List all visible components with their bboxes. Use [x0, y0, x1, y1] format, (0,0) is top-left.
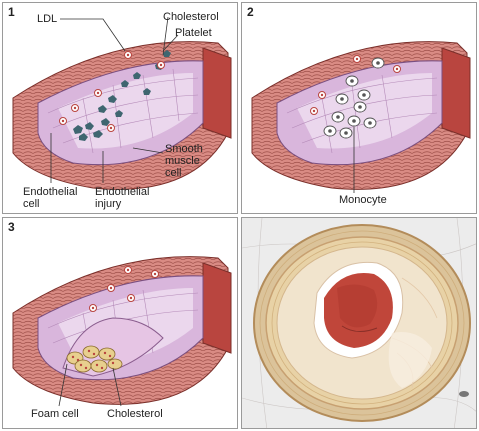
- monocyte-label: Monocyte: [339, 194, 387, 206]
- panel-number: 1: [8, 5, 15, 19]
- panel-3: 3: [2, 217, 238, 429]
- endothelial-injury-label: Endothelial injury: [95, 186, 150, 210]
- ldl-particles: [310, 55, 401, 115]
- panel-1: 1: [2, 2, 238, 214]
- panel-number: 3: [8, 220, 15, 234]
- panel-4-histology: [241, 217, 477, 429]
- ldl-particles: [89, 266, 159, 312]
- vessel-illustration-3: [12, 256, 232, 407]
- vessel-illustration-2: [251, 41, 471, 193]
- foam-cells: [66, 345, 123, 373]
- ldl-particles: [59, 51, 165, 132]
- platelet-cluster: [73, 50, 171, 141]
- vessel-illustration-1: [12, 16, 232, 190]
- monocytes: [323, 57, 385, 139]
- panel-2: 2: [241, 2, 477, 214]
- smooth-muscle-cell-label: Smooth muscle cell: [165, 143, 203, 179]
- platelet-label: Platelet: [175, 27, 212, 39]
- cholesterol-label: Cholesterol: [163, 11, 219, 23]
- foam-cell-label: Foam cell: [31, 408, 79, 420]
- cholesterol-label: Cholesterol: [107, 408, 163, 420]
- panel-number: 2: [247, 5, 254, 19]
- ldl-label: LDL: [37, 13, 58, 25]
- histology-micrograph: [242, 218, 476, 428]
- endothelial-cell-label: Endothelial cell: [23, 186, 78, 210]
